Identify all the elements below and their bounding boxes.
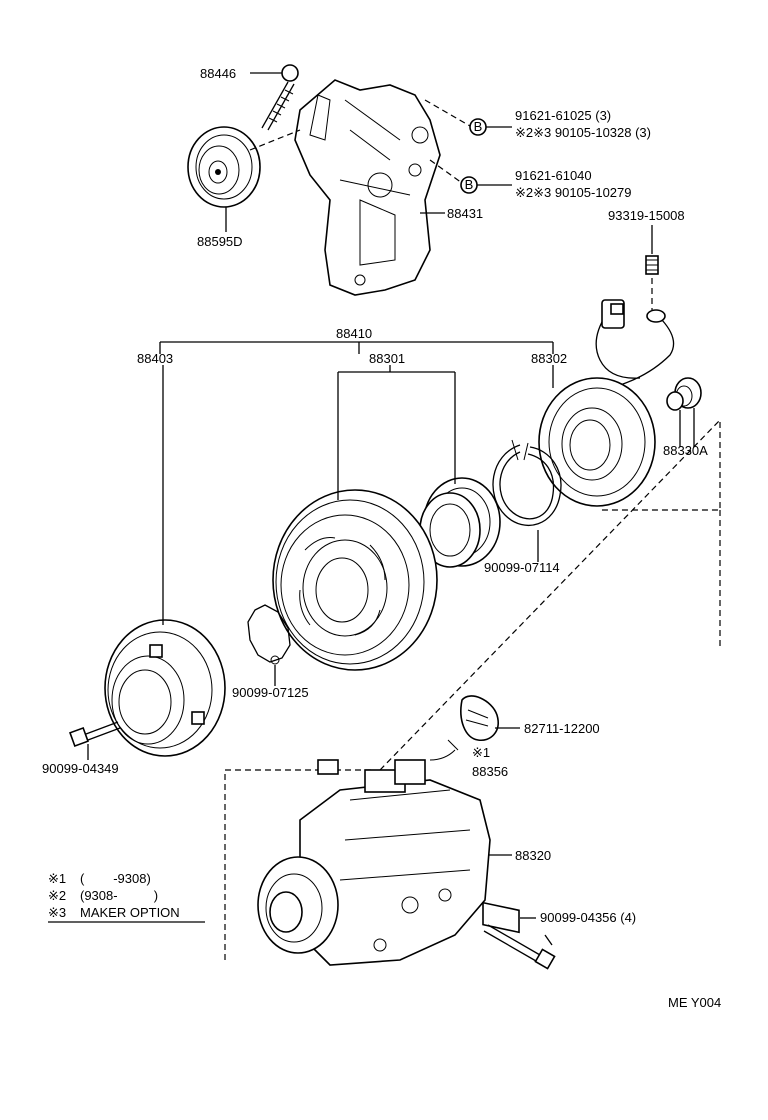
- drawing-code: ME Y004: [668, 995, 721, 1010]
- label-star-1: ※1: [472, 745, 490, 760]
- label-88446: 88446: [200, 66, 236, 81]
- label-90105-10279: ※2※3 90105-10279: [515, 185, 632, 200]
- snap-ring-90099-07125: [247, 604, 291, 665]
- bolt-88446: [261, 64, 299, 131]
- part-labels: 88446 91621-61025 (3) ※2※3 90105-10328 (…: [42, 66, 708, 925]
- label-88431: 88431: [447, 206, 483, 221]
- legend: ※1 ( -9308) ※2 (9308- ) ※3 MAKER OPTION: [48, 871, 180, 920]
- label-90099-07114: 90099-07114: [484, 560, 560, 575]
- field-coil-88302: [538, 377, 656, 507]
- label-88356: 88356: [472, 764, 508, 779]
- legend-mark-3: ※3: [48, 905, 66, 920]
- label-90099-07125: 90099-07125: [232, 685, 309, 700]
- label-90099-04356: 90099-04356 (4): [540, 910, 636, 925]
- clutch-hub-88403: [104, 619, 226, 757]
- label-88403: 88403: [137, 351, 173, 366]
- bolt-90099-04356: [483, 924, 556, 970]
- circle-b-label: B: [465, 177, 474, 192]
- snap-ring-90099-07114: [492, 439, 562, 526]
- plug-88330A: [666, 377, 702, 411]
- bolt-90099-04349: [69, 721, 121, 747]
- legend-mark-2: ※2: [48, 888, 66, 903]
- bolt-b-upper: B: [469, 118, 487, 136]
- circle-b-label: B: [474, 119, 483, 134]
- label-plate-88356: [482, 901, 520, 934]
- legend-text-2: (9308- ): [80, 888, 158, 903]
- label-88410: 88410: [336, 326, 372, 341]
- bracket-assembly: B B: [187, 64, 487, 296]
- label-88302: 88302: [531, 351, 567, 366]
- wire-harness: [595, 255, 675, 386]
- label-90105-10328: ※2※3 90105-10328 (3): [515, 125, 651, 140]
- label-82711-12200: 82711-12200: [524, 721, 600, 736]
- bearing: [419, 477, 501, 568]
- label-91621-61025: 91621-61025 (3): [515, 108, 611, 123]
- legend-text-1: ( -9308): [80, 871, 151, 886]
- label-88320: 88320: [515, 848, 551, 863]
- idler-pulley: [187, 126, 261, 208]
- label-88595D: 88595D: [197, 234, 243, 249]
- legend-text-3: MAKER OPTION: [80, 905, 180, 920]
- label-90099-04349: 90099-04349: [42, 761, 119, 776]
- label-88301: 88301: [369, 351, 405, 366]
- legend-mark-1: ※1: [48, 871, 66, 886]
- leader-lines: [48, 72, 695, 946]
- compressor-88320: [257, 739, 491, 966]
- band-82711-12200: [460, 695, 499, 741]
- label-91621-61040: 91621-61040: [515, 168, 592, 183]
- label-88330A: 88330A: [663, 443, 708, 458]
- label-93319-15008: 93319-15008: [608, 208, 685, 223]
- bolt-b-lower: B: [460, 176, 478, 194]
- bracket-88431: [294, 79, 441, 296]
- pulley-88301: [272, 489, 438, 671]
